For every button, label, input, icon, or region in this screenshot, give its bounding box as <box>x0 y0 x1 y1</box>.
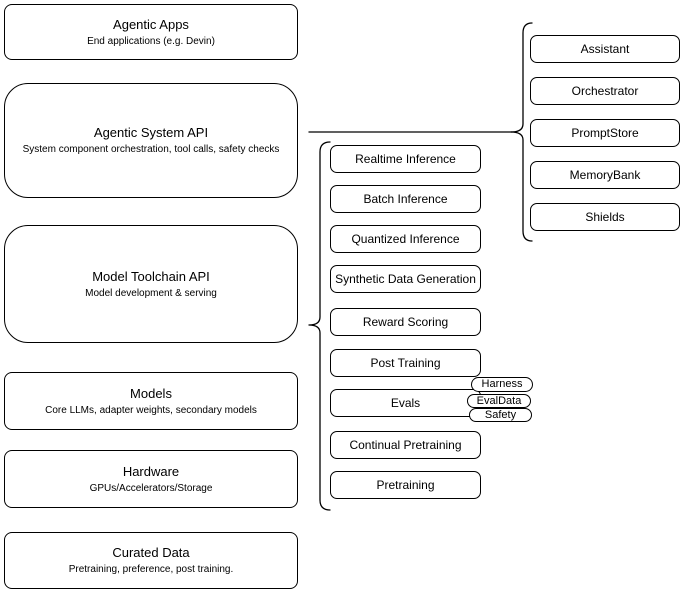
system-component-label: MemoryBank <box>569 168 641 182</box>
toolchain-item-label: Continual Pretraining <box>349 438 462 452</box>
toolchain-item-label: Pretraining <box>376 478 435 492</box>
model-toolchain-api-box: Model Toolchain API Model development & … <box>4 225 298 343</box>
toolchain-item-batch-inference: Batch Inference <box>330 185 481 213</box>
eval-tag-evaldata: EvalData <box>467 394 531 408</box>
agentic-apps-title: Agentic Apps <box>113 16 189 32</box>
toolchain-brace <box>308 141 331 511</box>
hardware-title: Hardware <box>122 463 180 479</box>
toolchain-item-post-training: Post Training <box>330 349 481 377</box>
toolchain-item-quantized-inference: Quantized Inference <box>330 225 481 253</box>
toolchain-item-reward-scoring: Reward Scoring <box>330 308 481 336</box>
toolchain-item-synthetic-data-generation: Synthetic Data Generation <box>330 265 481 293</box>
eval-tag-safety: Safety <box>469 408 532 422</box>
toolchain-item-label: Realtime Inference <box>355 152 456 166</box>
model-toolchain-api-subtitle: Model development & serving <box>85 287 217 299</box>
toolchain-item-evals: Evals <box>330 389 481 417</box>
eval-tag-harness: Harness <box>471 377 533 392</box>
system-components-brace <box>510 22 533 242</box>
system-component-label: Orchestrator <box>571 84 639 98</box>
agentic-system-api-subtitle: System component orchestration, tool cal… <box>22 144 280 155</box>
toolchain-item-label: Evals <box>390 396 421 410</box>
toolchain-item-label: Reward Scoring <box>362 315 449 329</box>
agentic-apps-box: Agentic Apps End applications (e.g. Devi… <box>4 4 298 60</box>
toolchain-item-label: Post Training <box>370 356 441 370</box>
system-component-label: PromptStore <box>571 126 639 140</box>
eval-tag-label: EvalData <box>476 394 522 407</box>
curated-data-title: Curated Data <box>112 545 190 560</box>
models-subtitle: Core LLMs, adapter weights, secondary mo… <box>45 404 257 416</box>
system-component-label: Shields <box>585 210 625 224</box>
models-title: Models <box>130 385 172 401</box>
curated-data-box: Curated Data Pretraining, preference, po… <box>4 532 298 589</box>
eval-tag-label: Safety <box>484 408 517 421</box>
toolchain-item-label: Quantized Inference <box>351 232 460 246</box>
curated-data-subtitle: Pretraining, preference, post training. <box>68 564 234 575</box>
toolchain-item-continual-pretraining: Continual Pretraining <box>330 431 481 459</box>
system-component-shields: Shields <box>530 203 680 231</box>
agentic-apps-subtitle: End applications (e.g. Devin) <box>87 35 215 47</box>
eval-tag-label: Harness <box>481 378 523 390</box>
hardware-subtitle: GPUs/Accelerators/Storage <box>89 482 213 494</box>
agentic-system-api-title: Agentic System API <box>93 125 209 140</box>
toolchain-item-label: Synthetic Data Generation <box>335 272 476 286</box>
system-component-promptstore: PromptStore <box>530 119 680 147</box>
hardware-box: Hardware GPUs/Accelerators/Storage <box>4 450 298 508</box>
toolchain-item-pretraining: Pretraining <box>330 471 481 499</box>
toolchain-item-realtime-inference: Realtime Inference <box>330 145 481 173</box>
system-component-orchestrator: Orchestrator <box>530 77 680 105</box>
models-box: Models Core LLMs, adapter weights, secon… <box>4 372 298 430</box>
system-component-assistant: Assistant <box>530 35 680 63</box>
toolchain-item-label: Batch Inference <box>363 192 448 206</box>
system-component-label: Assistant <box>580 42 630 56</box>
agentic-system-api-box: Agentic System API System component orch… <box>4 83 298 198</box>
system-component-memorybank: MemoryBank <box>530 161 680 189</box>
model-toolchain-api-title: Model Toolchain API <box>92 268 210 284</box>
